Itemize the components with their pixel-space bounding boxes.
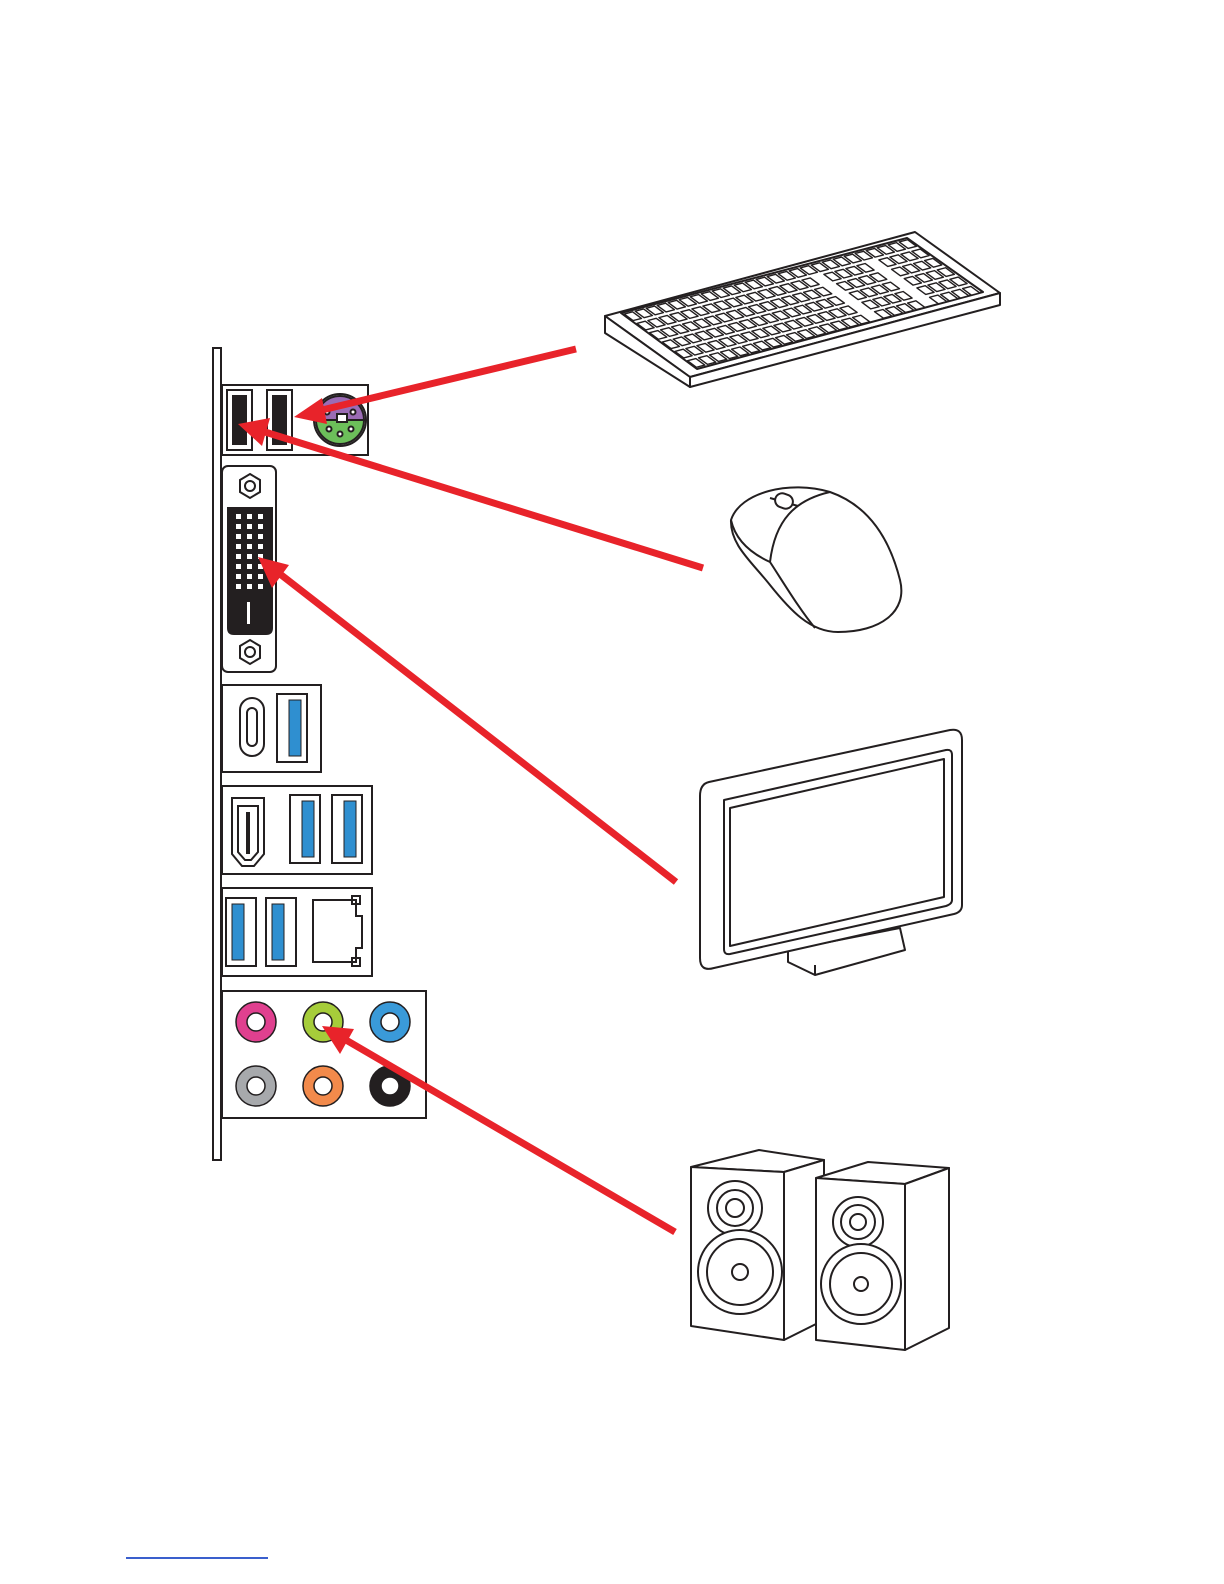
dvi-pin [258,544,263,549]
usb3-port-4 [226,898,256,966]
usbc-usb3-block [222,685,321,772]
dvi-pin [247,554,252,559]
dvi-pin [258,574,263,579]
usb3-port-5 [266,898,296,966]
dvi-pin [247,584,252,589]
dvi-pin [258,584,263,589]
hdmi-usb3-block [222,786,372,874]
dvi-pin [236,564,241,569]
dvi-pin [247,574,252,579]
dvi-pin [236,574,241,579]
hdmi-port [232,798,264,866]
lan-port [313,896,362,966]
dvi-pin [236,524,241,529]
dvi-pin [258,514,263,519]
audio-jacks-block [222,991,426,1118]
usb3-port-3 [332,795,362,863]
dvi-pin [258,524,263,529]
dvi-pin [247,534,252,539]
speaker-right [816,1162,949,1350]
usb2-port-1 [227,390,252,450]
speaker-left [691,1150,824,1340]
dvi-pin [236,544,241,549]
monitor-icon [700,730,962,975]
dvi-pin [247,524,252,529]
audio-jack-pink [236,1002,276,1042]
audio-jack-gray [236,1066,276,1106]
usb-type-c-port [240,698,264,756]
dvi-pin [247,514,252,519]
bracket-plate [213,348,221,1160]
usb3-lan-block [222,888,372,976]
dvi-pin [236,514,241,519]
arrow-speakers-to-line-out [322,1026,675,1232]
usb3-port-2 [290,795,320,863]
dvi-pin [236,554,241,559]
dvi-pin [236,534,241,539]
dvi-pin [258,534,263,539]
usb3-port-1 [277,694,307,762]
dvi-pin [236,584,241,589]
audio-jack-blue [370,1002,410,1042]
arrow-mouse-to-usb [238,418,703,568]
dvi-pin [247,544,252,549]
mouse-icon [731,487,901,632]
speakers-icon [691,1150,949,1350]
audio-jack-orange [303,1066,343,1106]
dvi-pin [247,564,252,569]
footer-rule [126,1557,268,1559]
keyboard-icon [605,232,1000,387]
